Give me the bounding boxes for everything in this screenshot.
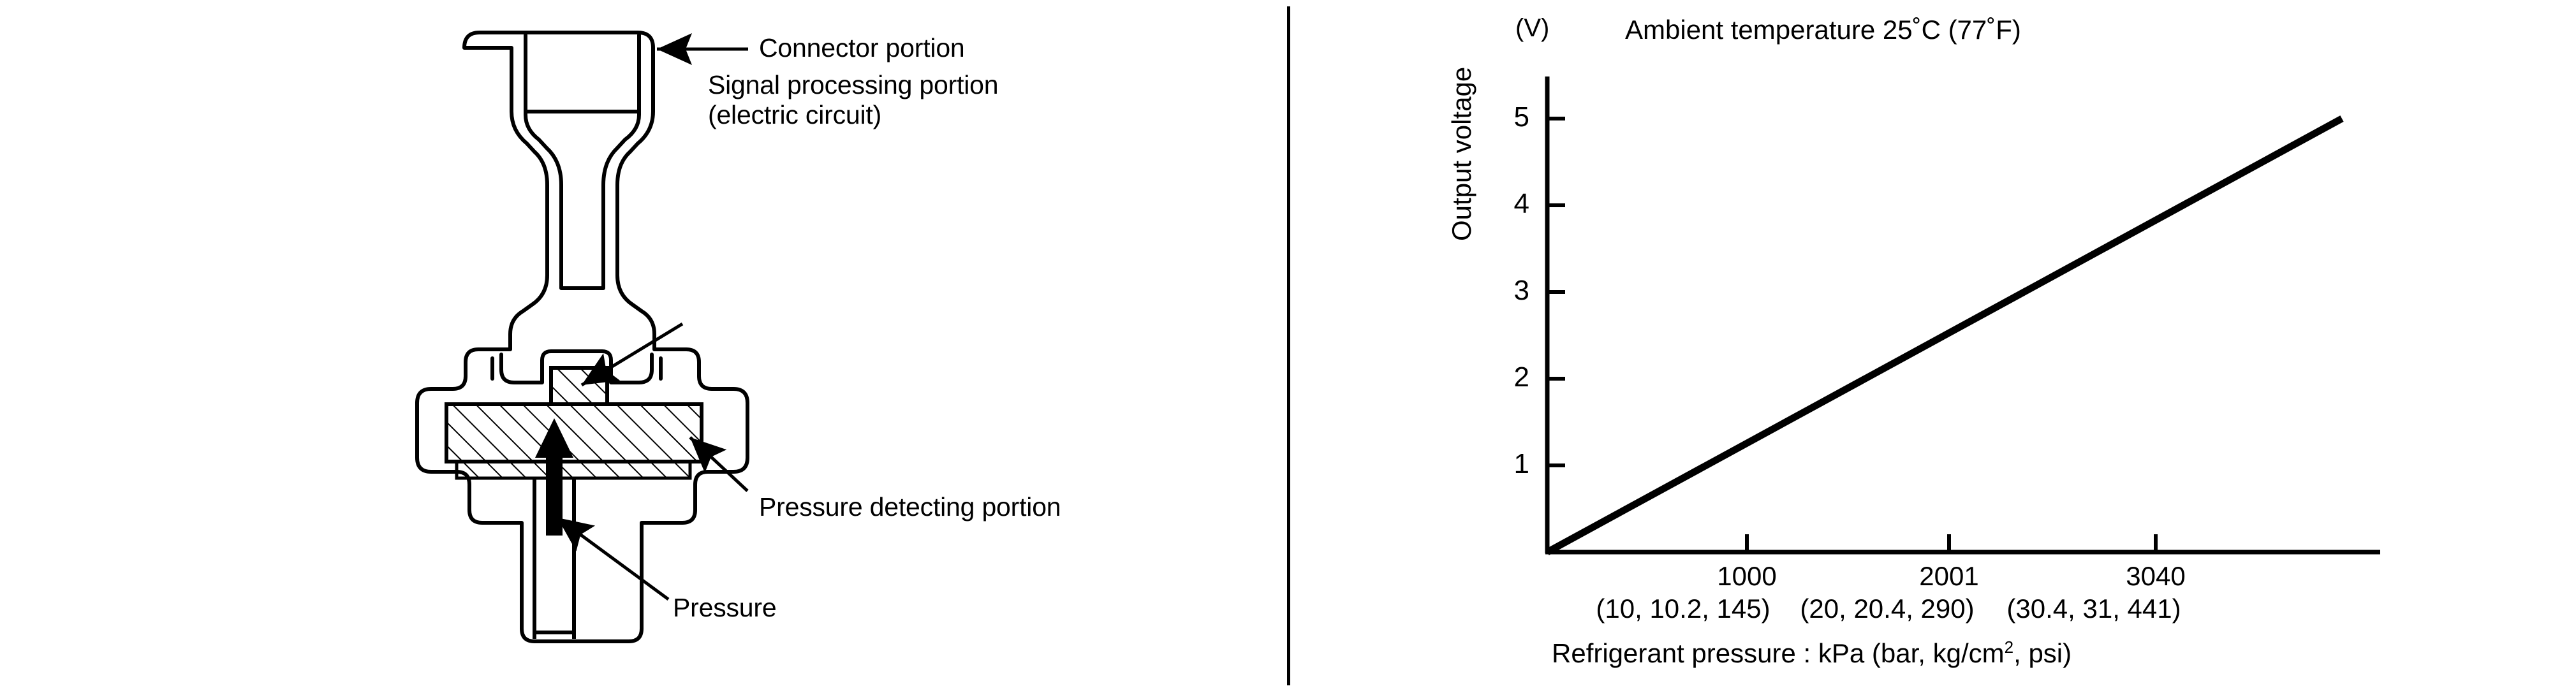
callout-electric-circuit: (electric circuit) [708,100,882,129]
chart-title: Ambient temperature 25˚C (77˚F) [1625,15,2021,45]
x-tick-label-2001: 2001 [1919,561,1979,591]
x-sublabel-2: (20, 20.4, 290) [1800,594,1975,624]
y-ticks [1547,117,1565,467]
callout-signal-processing-portion: Signal processing portion [708,70,999,99]
pressure-leader [556,516,670,601]
y-axis-unit: (V) [1515,14,1550,42]
x-axis-caption-tail: , psi) [2013,638,2072,668]
x-axis-caption: Refrigerant pressure : kPa (bar, kg/cm2,… [1552,638,2072,669]
pressure-detecting-base [455,460,692,480]
pressure-inlet-bore [533,478,576,639]
y-axis-label: Output voltage [1446,66,1476,241]
housing-shoulder [499,349,654,384]
x-axis-caption-main: Refrigerant pressure : kPa (bar, kg/cm [1552,638,2005,668]
callout-leaders [556,33,749,601]
y-tick-label-4: 4 [1513,188,1529,219]
pressure-flow-arrow [535,418,573,536]
chart-svg [1545,77,2380,555]
connector-inner-wall [524,33,641,290]
y-tick-label-3: 3 [1513,275,1529,306]
callout-pressure-detecting-portion: Pressure detecting portion [759,492,1061,522]
y-tick-label-1: 1 [1513,448,1529,479]
pressure-detecting-slab [445,402,703,463]
sensor-outline [415,31,749,643]
x-axis-caption-superscript: 2 [2004,638,2014,657]
callout-connector-portion: Connector portion [759,33,965,62]
signal-processing-leader [580,322,684,387]
pressure-detecting-leader [689,436,749,492]
y-tick-label-5: 5 [1513,101,1529,133]
output-voltage-chart: Ambient temperature 25˚C (77˚F) (V) Outp… [1288,0,2576,693]
x-ticks [1745,534,2158,552]
panel-divider [1287,6,1290,685]
output-voltage-series-line [1545,115,2344,555]
callout-pressure: Pressure [673,593,777,622]
x-sublabel-1: (10, 10.2, 145) [1596,594,1770,624]
x-sublabel-3: (30.4, 31, 441) [2006,594,2181,624]
x-tick-label-1000: 1000 [1717,561,1777,591]
sensor-outer-body [415,31,749,643]
signal-processing-block [549,366,609,406]
sensor-diagram: Connector portion Signal processing port… [0,0,1287,693]
y-tick-label-2: 2 [1513,361,1529,393]
x-tick-label-3040: 3040 [2126,561,2186,591]
sensor-cross-section-svg [415,31,749,643]
